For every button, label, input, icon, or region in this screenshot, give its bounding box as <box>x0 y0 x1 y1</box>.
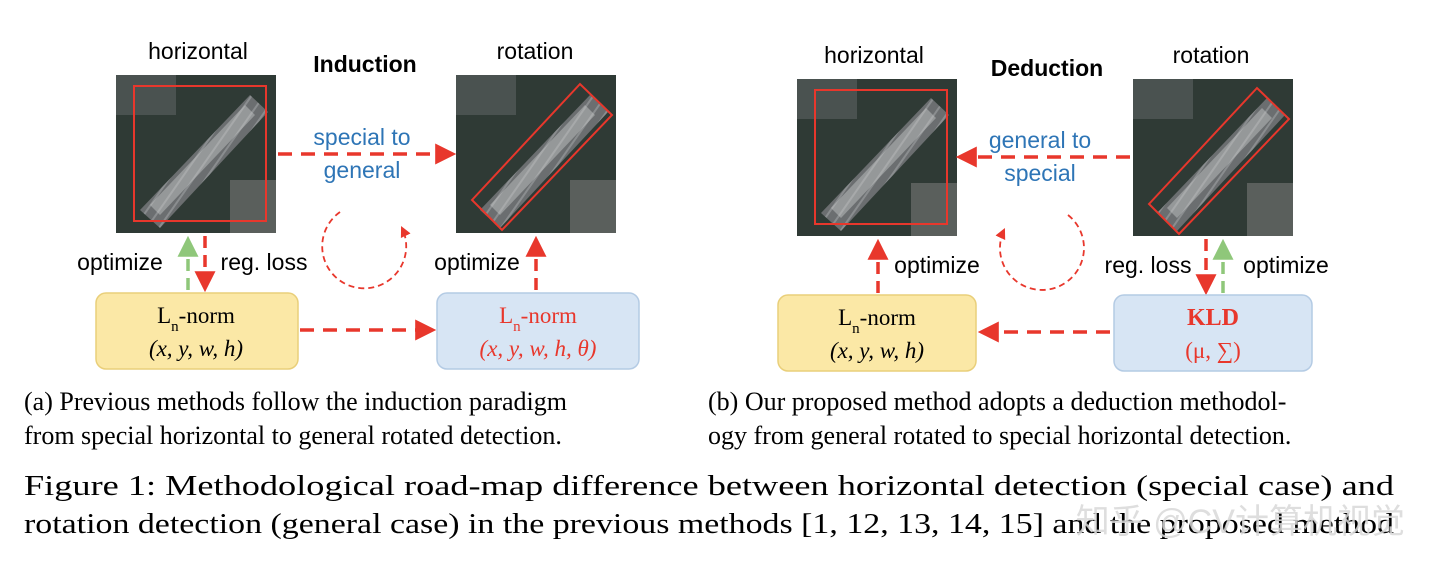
panel-b-box-kld <box>1113 294 1313 372</box>
panel-b-aerial-image-horizontal <box>797 79 957 236</box>
panel-b-box-ln-norm <box>777 294 977 372</box>
panel-a-label-rotation: rotation <box>497 38 574 64</box>
panel-a-horizontal-bbox <box>133 85 267 222</box>
panel-a-title: Induction <box>313 51 416 77</box>
panel-a-box-ln-norm <box>95 292 299 370</box>
panel-b-caption-line1: (b) Our proposed method adopts a deducti… <box>708 387 1286 416</box>
panel-b-box-right-title: KLD <box>1187 305 1239 331</box>
panel-b-label-rotation: rotation <box>1173 42 1250 68</box>
panel-a-box-ln-norm-rotated <box>436 292 640 370</box>
panel-b-box-left-title: Ln-norm <box>838 305 916 337</box>
panel-b-title: Deduction <box>991 55 1103 81</box>
panel-b-box-right-params: (μ, ∑) <box>1185 338 1241 363</box>
panel-a-cycle-arrow <box>321 211 411 290</box>
panel-a-flow-text-line2: general <box>324 157 401 183</box>
panel-a-flow-text-line1: special to <box>313 124 410 150</box>
panel-b-aerial-image-rotation <box>1133 79 1293 236</box>
panel-a-aerial-image-horizontal <box>116 75 276 233</box>
panel-b-right-optimize: optimize <box>1243 252 1329 278</box>
panel-b-horizontal-bbox <box>814 89 948 225</box>
panel-b-caption-line2: ogy from general rotated to special hori… <box>708 421 1291 450</box>
panel-a-rotated-bbox <box>470 82 614 232</box>
panel-b-box-left-params: (x, y, w, h) <box>830 338 924 363</box>
panel-a-box-left-title: Ln-norm <box>157 303 235 335</box>
panel-b-right-loss: reg. loss <box>1105 252 1192 278</box>
panel-a-box-left-params: (x, y, w, h) <box>149 336 243 361</box>
watermark: 知乎 @CV计算机视觉 <box>1076 503 1405 541</box>
panel-b-flow-text-line1: general to <box>989 127 1091 153</box>
panel-a-aerial-image-rotation <box>456 75 616 233</box>
panel-b-label-horizontal: horizontal <box>824 42 924 68</box>
panel-b-cycle-arrow <box>995 214 1085 291</box>
panel-a-left-loss: reg. loss <box>221 249 308 275</box>
panel-b-rotated-bbox <box>1147 86 1291 236</box>
panel-b-flow-text-line2: special <box>1004 160 1076 186</box>
panel-a-caption-line2: from special horizontal to general rotat… <box>24 421 562 450</box>
figure-caption-line1: Figure 1: Methodological road-map differ… <box>24 470 1395 502</box>
panel-a-caption-line1: (a) Previous methods follow the inductio… <box>24 387 567 416</box>
panel-a: horizontal rotation Induction special to… <box>24 38 640 450</box>
panel-a-box-right-title: Ln-norm <box>499 303 577 335</box>
panel-a-box-right-params: (x, y, w, h, θ) <box>480 336 597 361</box>
panel-a-right-optimize: optimize <box>434 249 520 275</box>
panel-a-label-horizontal: horizontal <box>148 38 248 64</box>
figure-caption-line2: rotation detection (general case) in the… <box>24 508 1395 540</box>
panel-b: horizontal rotation Deduction general to… <box>708 42 1329 450</box>
panel-a-left-optimize: optimize <box>77 249 163 275</box>
panel-b-left-optimize: optimize <box>894 252 980 278</box>
